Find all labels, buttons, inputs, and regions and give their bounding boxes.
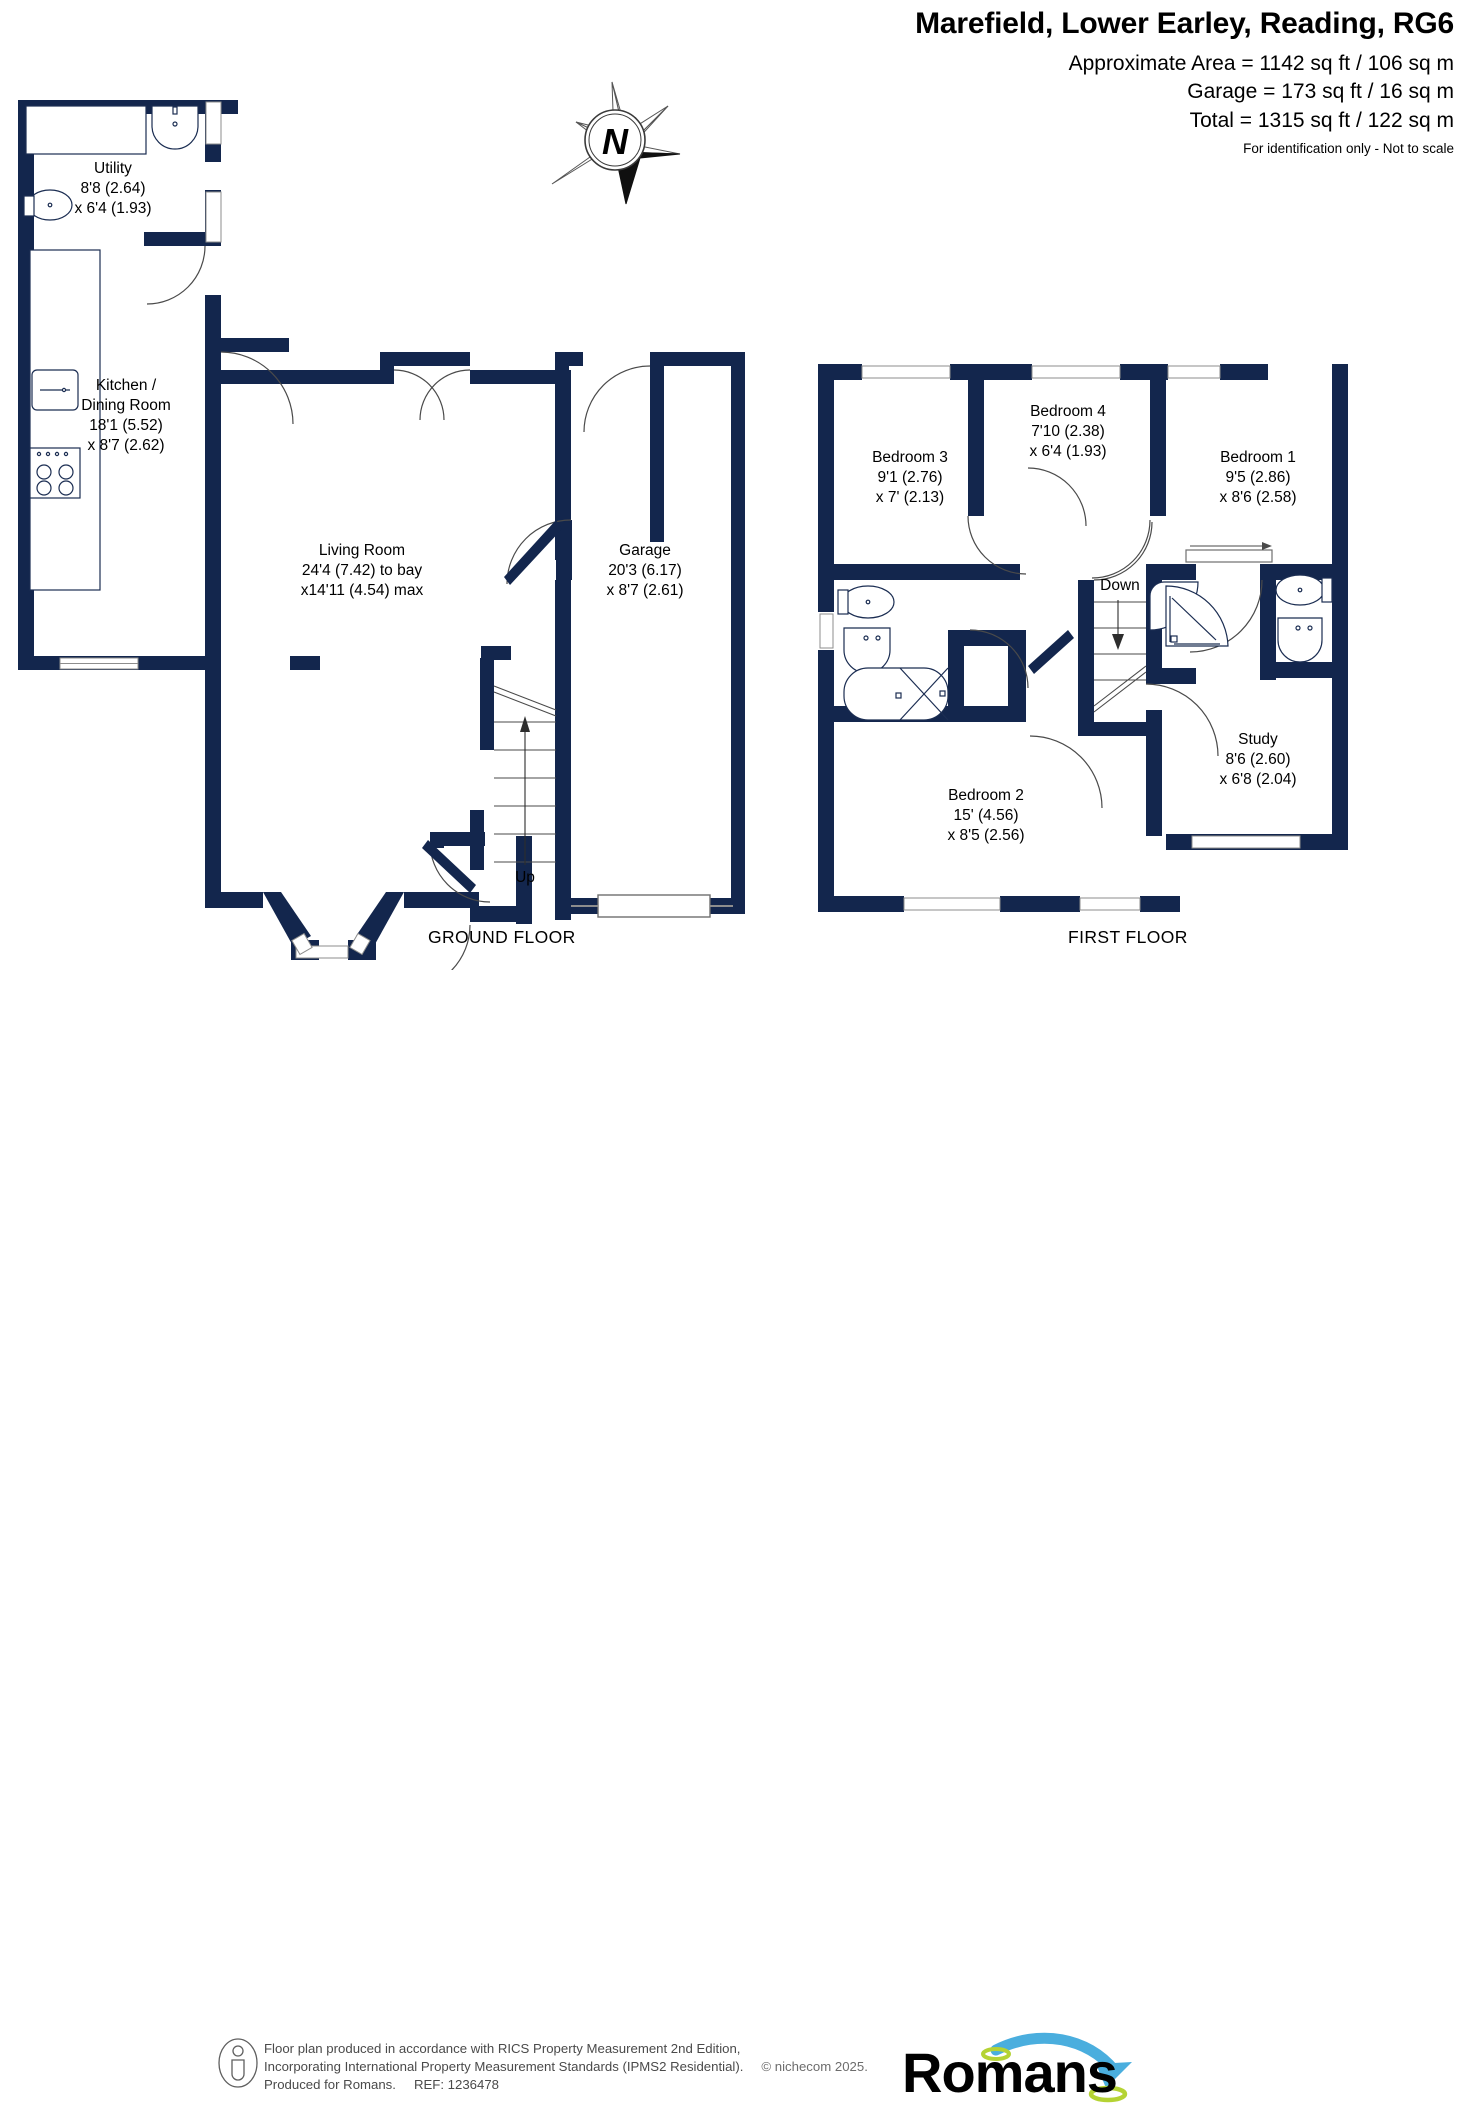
room-label-dining: Dining Room [81, 397, 171, 414]
area-line-garage: Garage = 173 sq ft / 16 sq m [1187, 80, 1454, 104]
first-floor-staircase [1093, 600, 1147, 713]
area-line-total: Total = 1315 sq ft / 122 sq m [1189, 108, 1454, 132]
first-floor-room-labels: Bedroom 3 9'1 (2.76) x 7' (2.13) Bedroom… [872, 403, 1296, 844]
room-label-utility: Utility [94, 160, 132, 177]
utility-fixtures [23, 105, 199, 221]
room-dim-bedroom1-1: 9'5 (2.86) [1226, 469, 1291, 486]
ground-stair-label: Up [515, 869, 535, 886]
ground-floor-staircase [493, 685, 557, 865]
bathroom-fixtures [837, 585, 949, 721]
ground-floor-label: GROUND FLOOR [428, 927, 576, 947]
room-label-kitchen: Kitchen / [96, 377, 157, 394]
room-dim-living-1: 24'4 (7.42) to bay [302, 562, 422, 579]
first-floor-plan: Down [818, 364, 1348, 912]
kitchen-fixtures [29, 249, 101, 591]
ground-floor-windows [59, 101, 371, 959]
header: Marefield, Lower Earley, Reading, RG6 Ap… [0, 0, 1462, 156]
room-dim-study-1: 8'6 (2.60) [1226, 751, 1291, 768]
first-floor-label: FIRST FLOOR [1068, 927, 1188, 947]
room-dim-kitchen-1: 18'1 (5.52) [89, 417, 163, 434]
footer-line-2: Incorporating International Property Mea… [264, 2059, 744, 2075]
person-icon [218, 2038, 258, 2088]
ground-floor-plan: Up Utility 8'8 (2.64) x 6'4 (1.93 [18, 100, 745, 970]
room-label-garage: Garage [619, 542, 671, 559]
room-dim-utility-1: 8'8 (2.64) [81, 180, 146, 197]
room-dim-bedroom4-1: 7'10 (2.38) [1031, 423, 1105, 440]
airing-cupboard-symbol [1185, 549, 1273, 563]
area-summary: Approximate Area = 1142 sq ft / 106 sq m… [0, 50, 1462, 135]
footer-ref: REF: 1236478 [413, 2077, 499, 2093]
room-dim-bedroom2-2: x 8'5 (2.56) [947, 827, 1024, 844]
cupboard-arrow-icon [1190, 542, 1272, 550]
footer-line-3: Produced for Romans. [264, 2077, 396, 2093]
area-line-approx: Approximate Area = 1142 sq ft / 106 sq m [1068, 52, 1454, 75]
room-label-study: Study [1238, 731, 1278, 748]
room-label-bedroom4: Bedroom 4 [1030, 403, 1106, 420]
ground-floor-walls [18, 100, 745, 960]
room-dim-bedroom2-1: 15' (4.56) [954, 807, 1019, 824]
romans-logo-text: Romans [902, 2041, 1117, 2104]
garage-door [571, 894, 733, 918]
disclaimer-text: For identification only - Not to scale [1243, 141, 1454, 157]
room-dim-living-2: x14'11 (4.54) max [301, 582, 424, 599]
room-label-bedroom1: Bedroom 1 [1220, 449, 1296, 466]
compass-north-label: N [602, 121, 629, 162]
first-floor-door-leaves [1028, 630, 1074, 674]
footer-text-block: Floor plan produced in accordance with R… [264, 2040, 868, 2095]
room-label-bedroom3: Bedroom 3 [872, 449, 948, 466]
room-dim-utility-2: x 6'4 (1.93) [74, 200, 151, 217]
room-dim-bedroom3-2: x 7' (2.13) [876, 489, 944, 506]
first-stair-label: Down [1100, 577, 1140, 594]
footer-line-2-wrap: Incorporating International Property Mea… [264, 2058, 868, 2076]
first-floor-door-swings [967, 467, 1263, 809]
room-dim-garage-2: x 8'7 (2.61) [606, 582, 683, 599]
first-floor-windows [819, 365, 1301, 911]
footer: Floor plan produced in accordance with R… [0, 1014, 1462, 2104]
room-label-bedroom2: Bedroom 2 [948, 787, 1024, 804]
room-dim-bedroom1-2: x 8'6 (2.58) [1219, 489, 1296, 506]
room-dim-kitchen-2: x 8'7 (2.62) [87, 437, 164, 454]
romans-logo[interactable]: Romans [900, 2032, 1170, 2108]
ground-floor-door-leaves [422, 520, 562, 893]
footer-line-3-wrap: Produced for Romans. REF: 1236478 [264, 2076, 868, 2094]
footer-line-1: Floor plan produced in accordance with R… [264, 2041, 741, 2056]
room-dim-garage-1: 20'3 (6.17) [608, 562, 682, 579]
room-label-living: Living Room [319, 542, 405, 559]
ground-floor-door-swings [146, 245, 651, 970]
room-dim-bedroom4-2: x 6'4 (1.93) [1029, 443, 1106, 460]
room-dim-bedroom3-1: 9'1 (2.76) [878, 469, 943, 486]
ground-floor-room-labels: Utility 8'8 (2.64) x 6'4 (1.93) Kitchen … [74, 160, 683, 599]
page-title: Marefield, Lower Earley, Reading, RG6 [915, 7, 1454, 40]
room-dim-study-2: x 6'8 (2.04) [1219, 771, 1296, 788]
ensuite-fixtures [1149, 574, 1333, 663]
footer-copyright: © nichecom 2025. [761, 2059, 868, 2075]
compass-rose: N [551, 81, 681, 205]
